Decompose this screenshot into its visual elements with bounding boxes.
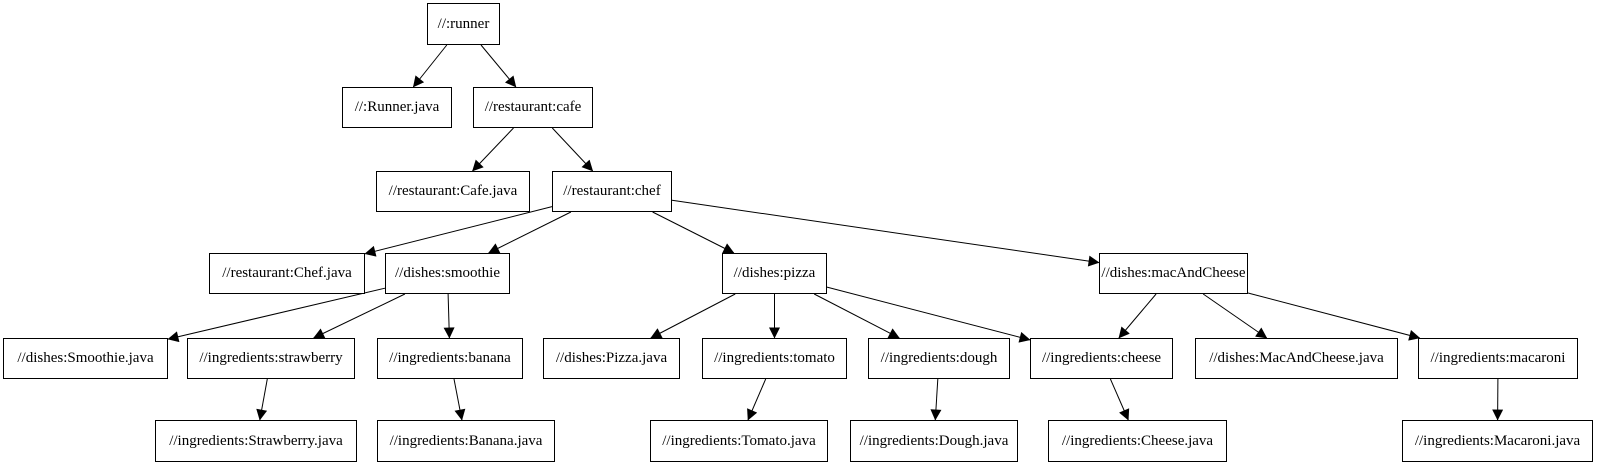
graph-edge-pizza-to-dough <box>813 293 900 339</box>
graph-edge-runner-to-cafe <box>480 44 517 88</box>
graph-node-mac-and-cheese-java: //dishes:MacAndCheese.java <box>1195 338 1398 379</box>
graph-edge-banana-to-banana-java <box>453 378 466 421</box>
graph-edge-mac-and-cheese-to-mac-and-cheese-java <box>1202 293 1268 339</box>
graph-edge-mac-and-cheese-to-macaroni <box>1247 292 1421 341</box>
graph-node-chef: //restaurant:chef <box>552 171 672 212</box>
graph-node-smoothie-java: //dishes:Smoothie.java <box>3 338 168 379</box>
graph-node-macaroni: //ingredients:macaroni <box>1418 338 1578 379</box>
graph-node-dough-java: //ingredients:Dough.java <box>850 420 1018 462</box>
graph-edge-cafe-to-cafe-java <box>472 127 514 172</box>
graph-node-banana-java: //ingredients:Banana.java <box>377 420 555 462</box>
graph-node-pizza-java: //dishes:Pizza.java <box>543 338 680 379</box>
graph-node-chef-java: //restaurant:Chef.java <box>209 253 365 294</box>
graph-node-cheese-java: //ingredients:Cheese.java <box>1048 420 1227 462</box>
graph-edge-cheese-to-cheese-java <box>1109 378 1130 421</box>
graph-node-cheese: //ingredients:cheese <box>1030 338 1173 379</box>
graph-node-runner-java: //:Runner.java <box>342 87 452 128</box>
graph-node-strawberry-java: //ingredients:Strawberry.java <box>155 420 357 462</box>
graph-edge-runner-to-runner-java <box>412 44 448 88</box>
graph-node-strawberry: //ingredients:strawberry <box>187 338 355 379</box>
graph-node-banana: //ingredients:banana <box>377 338 523 379</box>
graph-node-cafe-java: //restaurant:Cafe.java <box>376 171 530 212</box>
graph-node-tomato: //ingredients:tomato <box>702 338 847 379</box>
graph-node-tomato-java: //ingredients:Tomato.java <box>650 420 828 462</box>
graph-edge-cafe-to-chef <box>551 127 594 172</box>
graph-edge-pizza-to-pizza-java <box>650 293 736 339</box>
graph-edge-chef-to-chef-java <box>364 206 553 257</box>
graph-node-runner: //:runner <box>427 3 500 45</box>
graph-node-smoothie: //dishes:smoothie <box>385 253 510 294</box>
graph-edge-mac-and-cheese-to-cheese <box>1118 293 1157 339</box>
graph-edge-smoothie-to-banana <box>443 293 455 339</box>
graph-edge-smoothie-to-smoothie-java <box>167 287 386 343</box>
graph-node-dough: //ingredients:dough <box>868 338 1010 379</box>
graph-edge-chef-to-pizza <box>652 211 735 254</box>
graph-edge-pizza-to-cheese <box>826 286 1031 343</box>
graph-node-cafe: //restaurant:cafe <box>473 87 593 128</box>
graph-edge-dough-to-dough-java <box>930 378 942 421</box>
graph-edge-tomato-to-tomato-java <box>747 378 767 421</box>
graph-edge-chef-to-smoothie <box>488 211 572 254</box>
graph-edge-strawberry-to-strawberry-java <box>256 378 268 421</box>
graph-node-macaroni-java: //ingredients:Macaroni.java <box>1402 420 1593 462</box>
graph-edge-smoothie-to-strawberry <box>313 293 406 339</box>
graph-node-mac-and-cheese: //dishes:macAndCheese <box>1099 253 1248 294</box>
graph-node-pizza: //dishes:pizza <box>722 253 827 294</box>
